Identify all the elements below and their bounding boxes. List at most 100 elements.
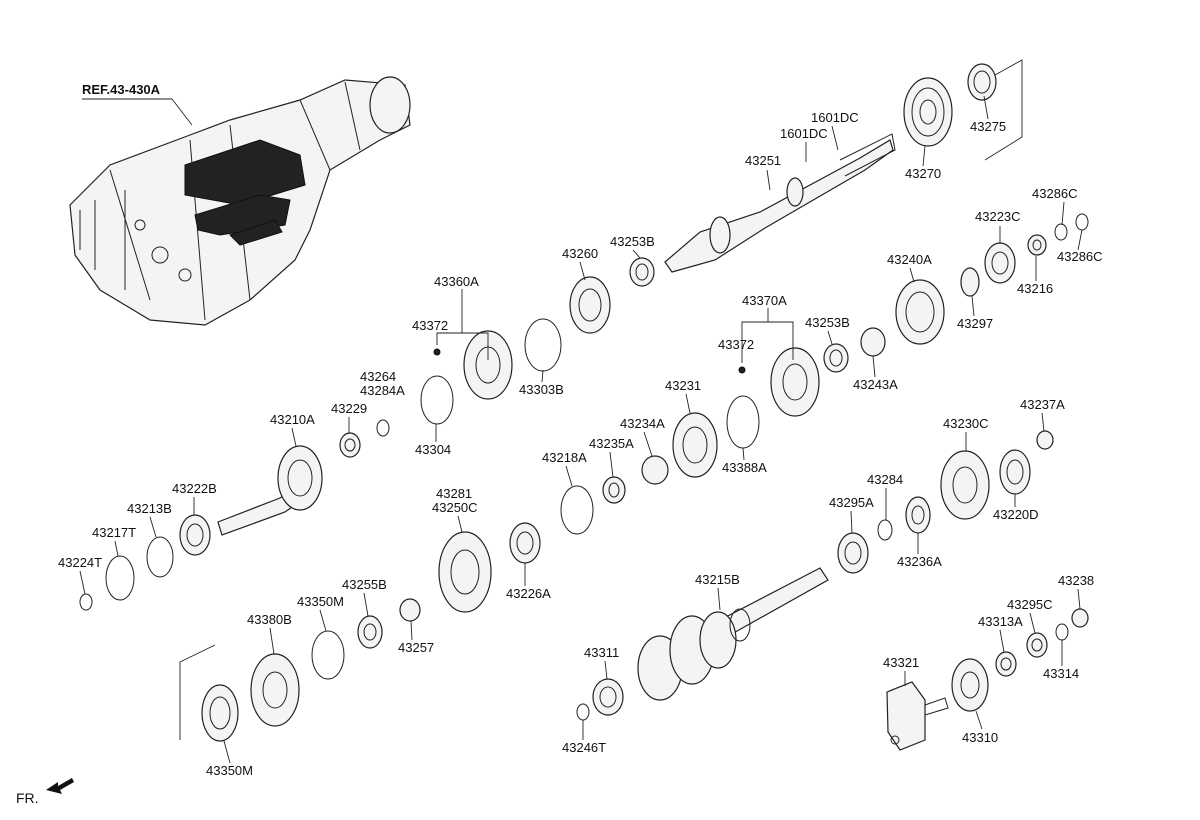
ref-label: REF.43-430A	[82, 82, 161, 97]
part-label: 43215B	[695, 572, 740, 587]
part-label: 43275	[970, 119, 1006, 134]
part-label: 43253B	[610, 234, 655, 249]
part-label: 43264	[360, 369, 396, 384]
part-label: 43295A	[829, 495, 874, 510]
part-label: 43303B	[519, 382, 564, 397]
ring-43217T	[105, 555, 135, 601]
part-label: 43224T	[58, 555, 102, 570]
ring-43304	[420, 375, 454, 425]
part-label: 43304	[415, 442, 451, 457]
bearing-43275	[967, 63, 997, 101]
sleeve-43257	[399, 598, 421, 622]
part-label: 43250C	[432, 500, 478, 515]
synchro-43370A	[738, 347, 820, 417]
washer-43297	[960, 267, 980, 297]
part-label: 43240A	[887, 252, 932, 267]
direction-arrow-icon	[46, 778, 74, 794]
part-label: 43237A	[1020, 397, 1065, 412]
part-label: 43222B	[172, 481, 217, 496]
transmission-assembly-illustration	[69, 76, 411, 326]
ring-43246T	[576, 703, 590, 721]
part-label: 43350M	[206, 763, 253, 778]
part-label: 43251	[745, 153, 781, 168]
part-label: 43380B	[247, 612, 292, 627]
ring-43286C-b	[1075, 213, 1089, 231]
bearing-43222B	[179, 514, 211, 556]
ring-43350M-lower	[201, 684, 239, 742]
part-label: 43216	[1017, 281, 1053, 296]
part-label: 43226A	[506, 586, 551, 601]
part-label: 43281	[436, 486, 472, 501]
part-label: 43284A	[360, 383, 405, 398]
part-label: 43210A	[270, 412, 315, 427]
part-label: 43360A	[434, 274, 479, 289]
part-label: 43260	[562, 246, 598, 261]
part-label: 1601DC	[811, 110, 859, 125]
part-labels: 43275 1601DC 1601DC 43251 43270 43286C 4…	[58, 110, 1103, 778]
nut-43216	[1027, 234, 1047, 256]
part-label: 1601DC	[780, 126, 828, 141]
ring-43388A	[726, 395, 760, 449]
part-label: 43286C	[1057, 249, 1103, 264]
bearing-43226A	[509, 522, 541, 564]
gear-43260	[569, 276, 611, 334]
main-shaft-43251	[664, 133, 896, 273]
bearing-43253B-lower	[823, 343, 849, 373]
input-shaft-43210A	[217, 445, 323, 536]
gear-43236A	[905, 496, 931, 534]
bearing-43235A	[602, 476, 626, 504]
part-label: 43372	[718, 337, 754, 352]
part-label: 43314	[1043, 666, 1079, 681]
bearing-43295C	[1026, 632, 1048, 658]
part-label: 43310	[962, 730, 998, 745]
ring-43218A	[560, 485, 594, 535]
gear-43231	[672, 412, 718, 478]
ring-43213B	[146, 536, 174, 578]
nut-43238	[1071, 608, 1089, 628]
ring-43286C-a	[1054, 223, 1068, 241]
sleeve-43243A	[860, 327, 886, 357]
part-label: 43255B	[342, 577, 387, 592]
part-label: 43257	[398, 640, 434, 655]
part-label: 43223C	[975, 209, 1021, 224]
ring-43284	[877, 519, 893, 541]
part-label: 43243A	[853, 377, 898, 392]
part-label: 43217T	[92, 525, 136, 540]
part-label: 43388A	[722, 460, 767, 475]
gear-43240A	[895, 279, 945, 345]
ref-callout: REF.43-430A	[82, 82, 193, 126]
part-label: 43220D	[993, 507, 1039, 522]
sleeve-43234A	[641, 455, 669, 485]
part-label: 43370A	[742, 293, 787, 308]
part-label: 43321	[883, 655, 919, 670]
washer-43314	[1055, 623, 1069, 641]
part-label: 43270	[905, 166, 941, 181]
part-label: 43218A	[542, 450, 587, 465]
ring-43224T	[79, 593, 93, 611]
nut-43237A	[1036, 430, 1054, 450]
bearing-43220D	[999, 449, 1031, 495]
part-label: 43229	[331, 401, 367, 416]
part-label: 43246T	[562, 740, 606, 755]
part-label: 43284	[867, 472, 903, 487]
idler-bracket-43321	[886, 681, 949, 751]
direction-label: FR.	[16, 790, 39, 806]
ring-43303B	[524, 318, 562, 372]
part-label: 43236A	[897, 554, 942, 569]
part-label: 43235A	[589, 436, 634, 451]
gear-43250C	[438, 531, 492, 613]
label-leaders	[79, 95, 1083, 764]
synchro-43380B	[250, 653, 300, 727]
ring-43284A	[376, 419, 390, 437]
front-direction-indicator: FR.	[16, 778, 74, 806]
part-label: 43230C	[943, 416, 989, 431]
part-label: 43297	[957, 316, 993, 331]
bearing-43311	[592, 678, 624, 716]
bearing-43223C	[984, 242, 1016, 284]
part-label: 43238	[1058, 573, 1094, 588]
bearing-43229	[339, 432, 361, 458]
bearing-43255B	[357, 615, 383, 649]
gear-43270	[903, 77, 953, 147]
bearing-43253B-upper	[629, 257, 655, 287]
